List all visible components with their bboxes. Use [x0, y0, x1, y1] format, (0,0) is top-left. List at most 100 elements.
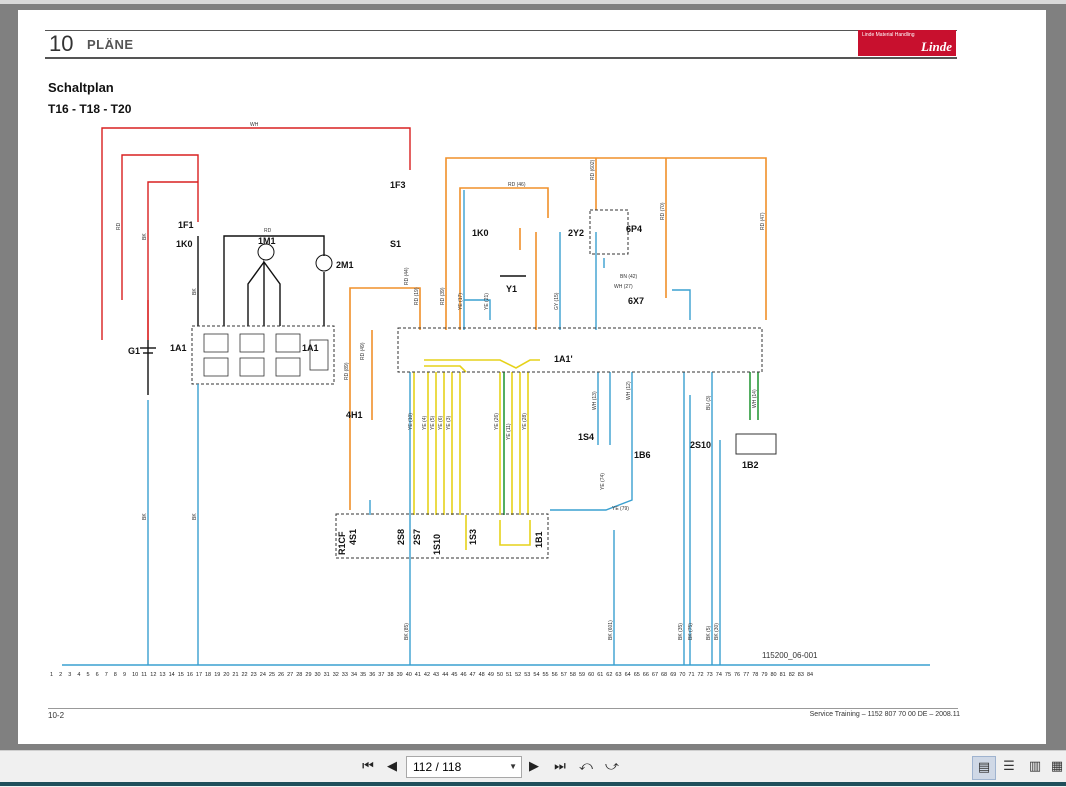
svg-text:RD (46): RD (46)	[508, 182, 526, 188]
svg-text:G1: G1	[128, 346, 140, 356]
bus-number: 57	[561, 672, 567, 678]
bus-number: 30	[315, 672, 321, 678]
bus-number: 46	[460, 672, 466, 678]
bus-number: 34	[351, 672, 357, 678]
svg-text:WH (27): WH (27)	[614, 284, 633, 290]
svg-text:1A1': 1A1'	[554, 354, 573, 364]
bus-number: 58	[570, 672, 576, 678]
bus-number: 35	[360, 672, 366, 678]
taskbar-strip	[0, 782, 1066, 786]
blue-wires	[147, 190, 721, 665]
rotate-left-icon[interactable]: ⤺	[579, 759, 593, 774]
bus-number: 19	[214, 672, 220, 678]
bus-number: 6	[96, 672, 99, 678]
bus-number: 53	[524, 672, 530, 678]
bus-number: 5	[87, 672, 90, 678]
svg-text:WH (12): WH (12)	[626, 381, 632, 400]
svg-text:2S10: 2S10	[690, 440, 711, 450]
bus-number: 8	[114, 672, 117, 678]
svg-text:1S3: 1S3	[468, 529, 478, 545]
svg-text:BK: BK	[142, 513, 148, 520]
svg-text:GY (15): GY (15)	[554, 292, 560, 310]
svg-text:RD (44): RD (44)	[404, 267, 410, 285]
svg-text:1B1: 1B1	[534, 531, 544, 548]
svg-text:BK (601): BK (601)	[608, 620, 614, 640]
orange-wires	[349, 157, 767, 510]
svg-text:YE (3): YE (3)	[446, 415, 452, 430]
footer-divider	[48, 708, 958, 709]
svg-text:1K0: 1K0	[472, 228, 489, 238]
bus-number: 81	[780, 672, 786, 678]
svg-text:BK: BK	[192, 288, 198, 295]
svg-text:RD: RD	[264, 228, 272, 234]
svg-text:YE (28): YE (28)	[522, 413, 528, 430]
svg-text:RD (39): RD (39)	[440, 287, 446, 305]
bus-number: 45	[451, 672, 457, 678]
bus-number: 9	[123, 672, 126, 678]
bus-number: 66	[643, 672, 649, 678]
bus-number: 39	[397, 672, 403, 678]
bus-number: 49	[488, 672, 494, 678]
two-page-view-icon[interactable]: ▥	[1028, 759, 1042, 774]
black-wires	[147, 235, 325, 395]
previous-page-icon[interactable]: ◀	[387, 759, 397, 774]
document-subtitle: T16 - T18 - T20	[48, 102, 132, 116]
bus-number: 59	[579, 672, 585, 678]
single-page-view-icon[interactable]: ▤	[972, 756, 996, 780]
page-label: 10-2	[48, 711, 65, 720]
continuous-view-icon[interactable]: ☰	[1003, 759, 1015, 774]
svg-text:2S7: 2S7	[412, 529, 422, 545]
svg-text:Y1: Y1	[506, 284, 517, 294]
svg-text:1B2: 1B2	[742, 460, 759, 470]
svg-text:6P4: 6P4	[626, 224, 642, 234]
svg-text:YE (5): YE (5)	[430, 415, 436, 430]
svg-text:RD (49): RD (49)	[360, 342, 366, 360]
bus-number: 52	[515, 672, 521, 678]
svg-text:WH (14): WH (14)	[752, 389, 758, 408]
1m1-motor-icon	[257, 243, 275, 261]
bus-number: 40	[406, 672, 412, 678]
bus-number: 21	[232, 672, 238, 678]
two-page-continuous-icon[interactable]: ▦	[1050, 759, 1064, 774]
chapter-number: 10	[49, 31, 74, 56]
bus-number: 80	[771, 672, 777, 678]
rotate-right-icon[interactable]: ⤻	[605, 759, 619, 774]
svg-text:YE (26): YE (26)	[494, 413, 500, 430]
svg-text:RD (47): RD (47)	[760, 212, 766, 230]
page-number-input[interactable]: 112 / 118 ▼	[406, 756, 522, 778]
next-page-icon[interactable]: ▶	[529, 759, 539, 774]
svg-text:1M1: 1M1	[258, 236, 276, 246]
svg-text:RD (89): RD (89)	[344, 362, 350, 380]
bus-number: 77	[743, 672, 749, 678]
bus-number: 84	[807, 672, 813, 678]
component-labels: 1F3 S1 1F1 1K0 1M1 2M1 1A1 1A1 G1 1K0 2Y…	[128, 180, 759, 470]
bus-number: 60	[588, 672, 594, 678]
bus-number: 76	[734, 672, 740, 678]
first-page-icon[interactable]: ⏮	[362, 759, 374, 774]
chapter-header: 10 PLÄNE	[45, 30, 957, 59]
bus-number: 69	[670, 672, 676, 678]
last-page-icon[interactable]: ⏭	[554, 759, 566, 774]
svg-text:YE (21): YE (21)	[484, 293, 490, 310]
bus-number: 13	[159, 672, 165, 678]
bus-number: 43	[433, 672, 439, 678]
svg-text:6X7: 6X7	[628, 296, 644, 306]
bus-number: 72	[698, 672, 704, 678]
bus-number: 4	[77, 672, 80, 678]
svg-text:YE (79): YE (79)	[612, 506, 629, 512]
bus-number: 50	[497, 672, 503, 678]
bus-number: 1	[50, 672, 53, 678]
bus-number: 37	[378, 672, 384, 678]
svg-text:1B6: 1B6	[634, 450, 651, 460]
svg-text:1A1: 1A1	[170, 343, 187, 353]
bus-number: 68	[661, 672, 667, 678]
2m1-motor-icon	[315, 254, 333, 272]
svg-text:BU (3): BU (3)	[706, 395, 712, 410]
svg-text:YE (11): YE (11)	[506, 423, 512, 440]
chevron-down-icon[interactable]: ▼	[509, 762, 517, 771]
svg-text:2M1: 2M1	[336, 260, 354, 270]
svg-text:RD (19): RD (19)	[414, 287, 420, 305]
bus-number: 71	[688, 672, 694, 678]
